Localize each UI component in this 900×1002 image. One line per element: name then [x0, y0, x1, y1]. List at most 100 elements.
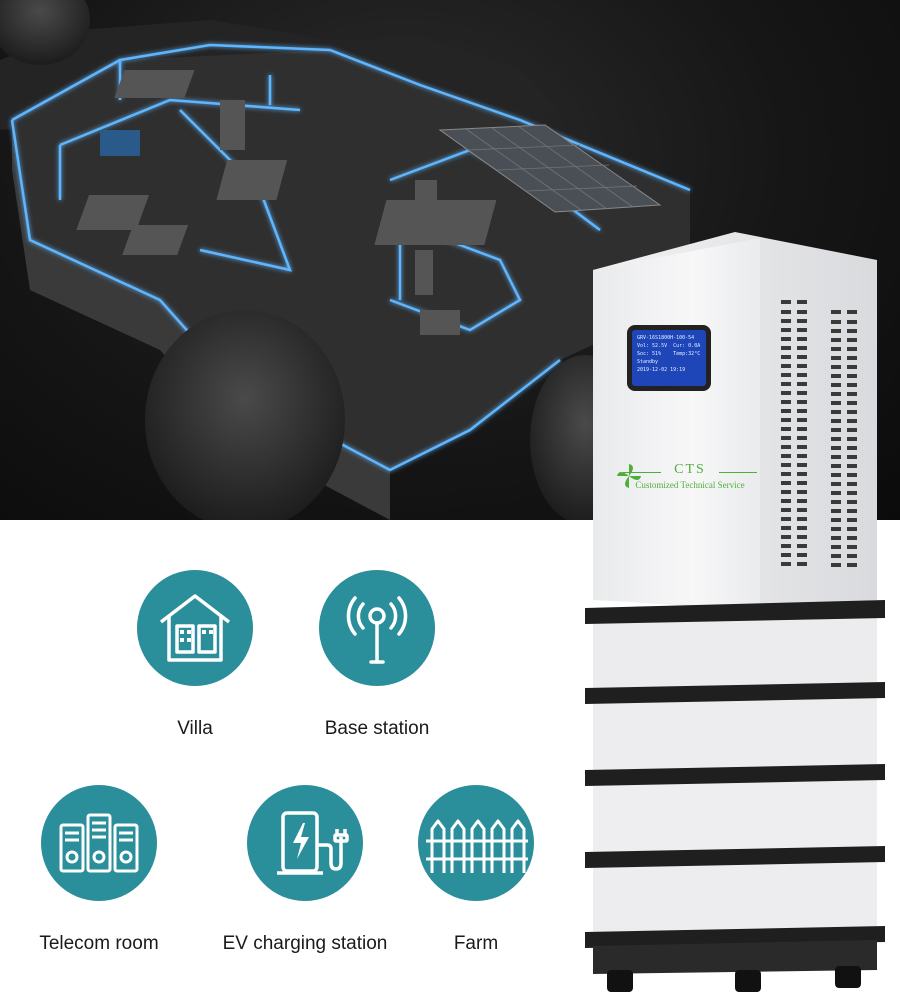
vent-slot	[797, 391, 807, 395]
vent-slot	[847, 410, 857, 414]
vent-slot	[847, 482, 857, 486]
vent-slot	[831, 419, 841, 423]
vent-slot	[847, 500, 857, 504]
brand-block: CTS Customized Technical Service	[615, 462, 765, 490]
tree-left	[145, 310, 345, 520]
vent-slot	[781, 418, 791, 422]
solar-panel	[438, 124, 662, 213]
vent-slot	[831, 518, 841, 522]
lcd-line-2: Vol: 52.5V Cur: 0.0A	[637, 343, 701, 349]
vent-slot	[831, 473, 841, 477]
vent-slot	[847, 491, 857, 495]
vent-slot	[781, 328, 791, 332]
vent-slot	[831, 527, 841, 531]
base	[593, 940, 877, 974]
vent-slot	[781, 400, 791, 404]
brand-tagline: Customized Technical Service	[635, 480, 745, 490]
vent-slot	[797, 427, 807, 431]
vent-slot	[797, 535, 807, 539]
vent-slot	[797, 445, 807, 449]
vent-slot	[831, 509, 841, 513]
vent-slot	[797, 346, 807, 350]
vent-slot	[831, 401, 841, 405]
furniture	[76, 70, 497, 335]
vent-slot	[797, 436, 807, 440]
vent-slot	[797, 400, 807, 404]
vent-slot	[781, 391, 791, 395]
vent-slot	[847, 419, 857, 423]
vent-slot	[831, 320, 841, 324]
vent-slot	[831, 365, 841, 369]
vent-slot	[781, 445, 791, 449]
vent-slot	[847, 356, 857, 360]
vent-slot	[847, 320, 857, 324]
vent-slot	[781, 346, 791, 350]
vent-slot	[847, 392, 857, 396]
vent-slot	[847, 545, 857, 549]
vent-slot	[797, 364, 807, 368]
vent-slot	[831, 482, 841, 486]
lcd-line-4: Standby	[637, 359, 659, 365]
vent-slot	[797, 544, 807, 548]
vent-slot	[847, 365, 857, 369]
vent-slot	[781, 373, 791, 377]
fence-icon	[418, 785, 534, 901]
vent-slot	[781, 337, 791, 341]
brand-rule-left	[623, 472, 661, 473]
vent-slot	[831, 455, 841, 459]
vent-slots	[781, 310, 857, 567]
app-telecom-room: Telecom room	[14, 785, 184, 955]
vent-slot	[781, 544, 791, 548]
vent-slot	[781, 364, 791, 368]
battery-modules	[585, 600, 885, 948]
vent-slot	[797, 463, 807, 467]
vent-slot	[781, 508, 791, 512]
vent-slot	[781, 409, 791, 413]
vent-slot	[781, 553, 791, 557]
brand-name: CTS	[674, 462, 706, 477]
vent-slot	[831, 563, 841, 567]
vent-slot	[847, 527, 857, 531]
vent-slot	[847, 518, 857, 522]
vent-slot	[847, 446, 857, 450]
vent-slot	[831, 446, 841, 450]
vent-slot	[781, 535, 791, 539]
app-farm: Farm	[391, 785, 561, 955]
app-label-base-station: Base station	[324, 718, 430, 739]
vent-slot	[797, 481, 807, 485]
vent-slot	[831, 464, 841, 468]
app-label-telecom-room: Telecom room	[39, 933, 159, 954]
side-vents	[781, 300, 857, 314]
app-base-station: Base station	[292, 570, 462, 740]
vent-slot	[847, 338, 857, 342]
vent-slot	[831, 545, 841, 549]
vent-slot	[831, 392, 841, 396]
vent-slot	[797, 355, 807, 359]
vent-slot	[797, 337, 807, 341]
vent-slot	[831, 383, 841, 387]
vent-slot	[797, 517, 807, 521]
vent-slot	[847, 401, 857, 405]
vent-slot	[831, 410, 841, 414]
house-icon	[137, 570, 253, 686]
vent-slot	[831, 554, 841, 558]
ev-charger-icon	[247, 785, 363, 901]
vent-slot	[781, 382, 791, 386]
vent-slot	[797, 310, 807, 314]
vent-slot	[847, 455, 857, 459]
app-label-farm: Farm	[453, 933, 499, 954]
vent-slot	[847, 437, 857, 441]
app-villa: Villa	[110, 570, 280, 740]
app-label-ev-charging-station: EV charging station	[222, 933, 388, 954]
vent-slot	[847, 536, 857, 540]
vent-slot	[797, 382, 807, 386]
app-ev-charging-station: EV charging station	[220, 785, 390, 955]
battery-cabinet: GRV-16S1800H-100-54 Vol: 52.5V Cur: 0.0A…	[585, 230, 885, 1002]
lcd-display: GRV-16S1800H-100-54 Vol: 52.5V Cur: 0.0A…	[627, 325, 711, 391]
vent-slot	[831, 338, 841, 342]
vent-slot	[797, 319, 807, 323]
vent-slot	[831, 491, 841, 495]
vent-slot	[781, 490, 791, 494]
vent-slot	[781, 454, 791, 458]
vent-slot	[847, 473, 857, 477]
